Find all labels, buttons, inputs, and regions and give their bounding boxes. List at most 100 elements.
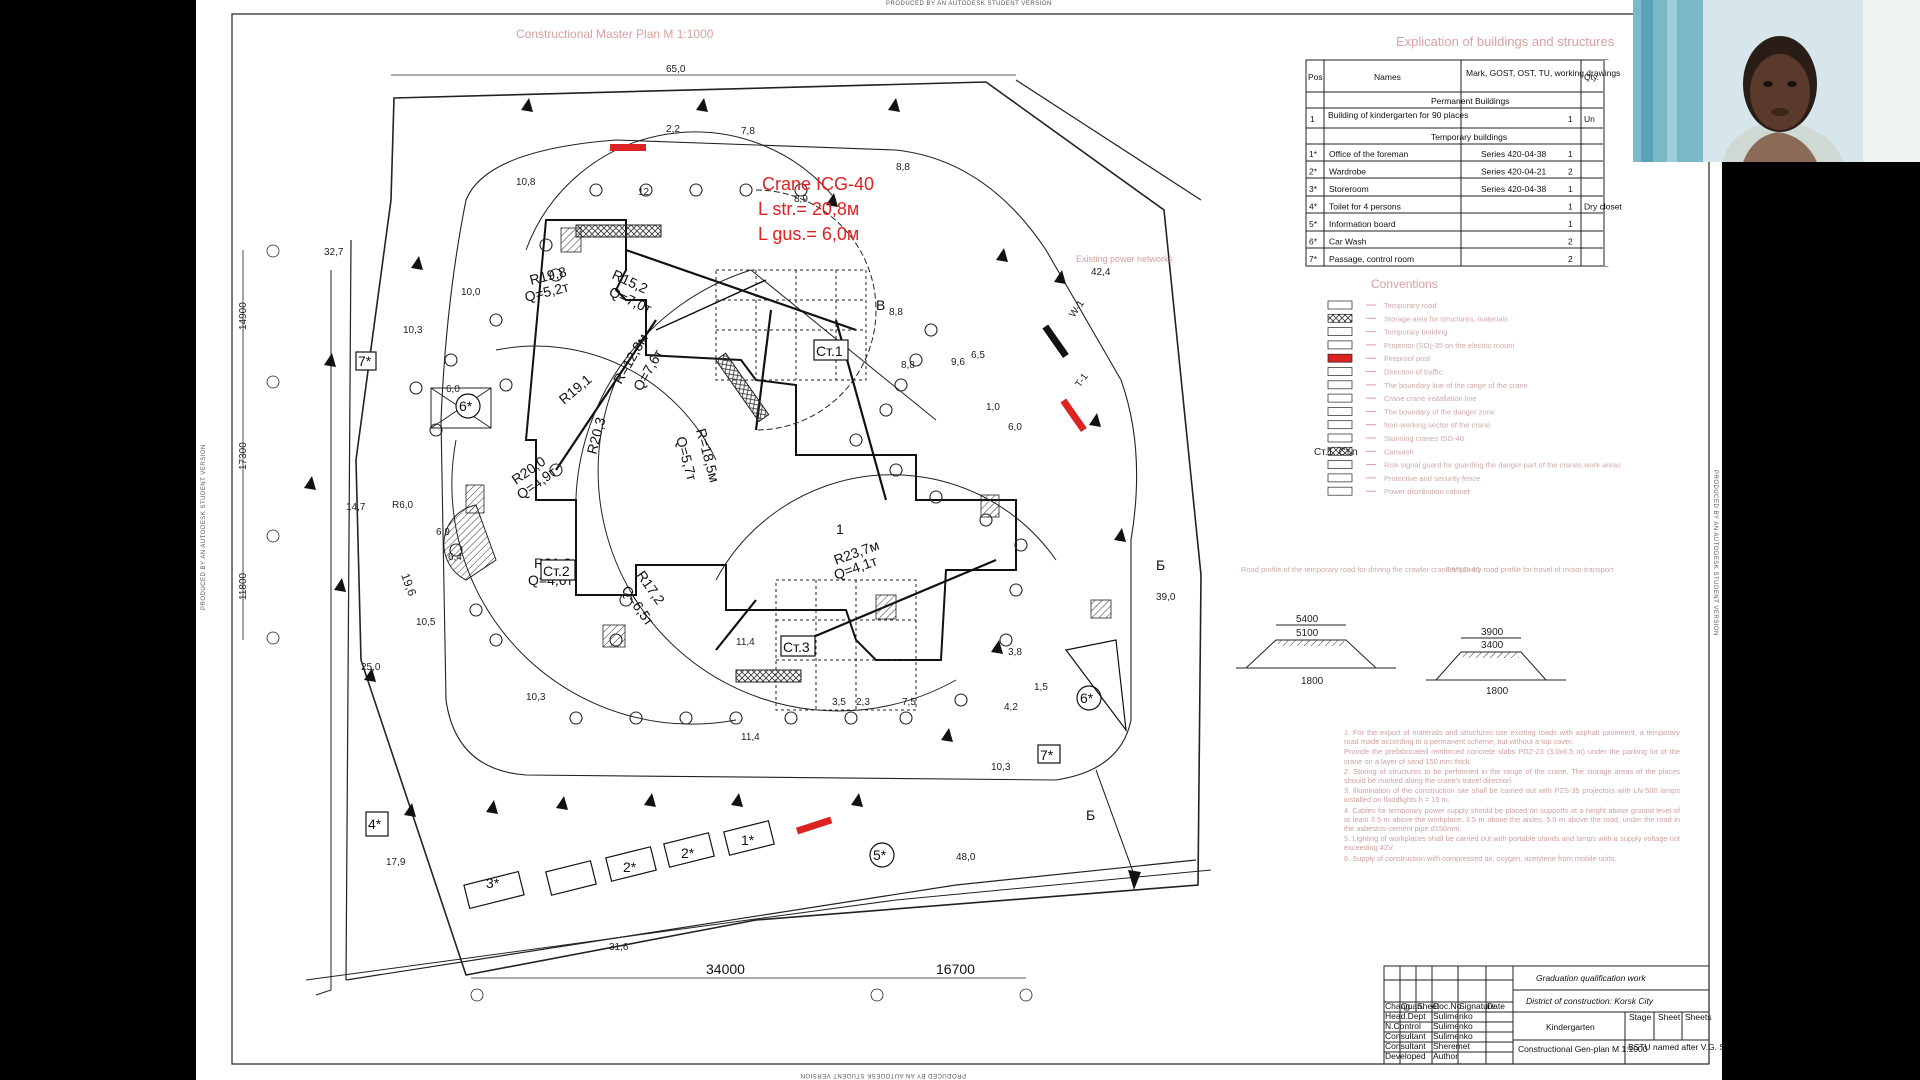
explication-row-mark: Series 420-04-21 [1481,167,1546,177]
explication-row-perm-qty: 1 [1568,114,1573,124]
title-block-role: Developed [1385,1051,1426,1061]
watermark-top: PRODUCED BY AN AUTODESK STUDENT VERSION [886,1,1052,7]
title-block-district: District of construction: Korsk City [1526,996,1654,1006]
general-notes: 1. For the export of materials and struc… [1344,728,1680,863]
dim-4: 10,8 [516,177,536,188]
webcam-video-overlay [1633,0,1920,162]
presenter-video [1633,0,1920,162]
watermark-bottom: PRODUCED BY AN AUTODESK STUDENT VERSION [800,1072,966,1078]
title-block-name: Sulimenko [1433,1021,1473,1031]
title-block-col-sheets: Sheets [1685,1012,1711,1022]
title-block-name: Author [1433,1051,1458,1061]
convention-label: Projector (SO)-35 on the electric mount [1384,341,1515,350]
dim-16: 31,6 [609,942,629,953]
title-block-name: Sheremet [1433,1041,1470,1051]
explication-row-qty: 1 [1568,184,1573,194]
station-1: Ст.1 [816,343,843,359]
convention-label: Direction of traffic [1384,368,1442,377]
temp-building-7a: 7* [358,353,372,369]
dim-33: 32,7 [324,247,344,258]
fireproof-post [1060,398,1087,433]
explication-row-name: Toilet for 4 persons [1329,202,1401,212]
explication-row-qty: 1 [1568,149,1573,159]
explication-header-pos: Pos [1308,72,1323,82]
convention-symbol [1327,380,1353,390]
explication-row-perm-name: Building of kindergarten for 90 places [1328,110,1468,120]
convention-label: Risk signal guard for guarding the dange… [1384,461,1621,470]
explication-row-name: Storeroom [1329,184,1369,194]
dim-5: 8,9 [794,194,808,205]
convention-label: Power distribution cabinet [1384,487,1471,496]
sheet-frame [231,13,1710,1065]
dim-35: 6,9 [436,527,450,538]
convention-label: Non-working sector of the crane [1384,421,1490,430]
dim-23: 7,5 [902,697,916,708]
explication-row-pos: 7* [1309,254,1318,264]
convention-symbol [1327,393,1353,403]
note-paragraph: 4. Cables for temporary power supply sho… [1344,805,1680,834]
convention-symbol [1327,486,1353,496]
title-block-object: Kindergarten [1546,1022,1595,1032]
crane-l-str: L str.= 20,8м [758,199,859,219]
convention-label: Carwash [1384,447,1414,456]
title-block-sig-header: Date [1487,1001,1505,1011]
dim-6: 8,8 [889,307,903,318]
dim-8: 8,8 [901,360,915,371]
convention-label: The boundary line of the range of the cr… [1384,381,1528,390]
profile-dim-a1: 5400 [1296,614,1319,625]
title-block-name: Sulimenko [1433,1031,1473,1041]
title-block-sig-header: Chang. [1385,1001,1412,1011]
dim-20: 11,4 [736,637,755,648]
dim-21: 3,5 [832,697,846,708]
convention-label: Temporary building [1384,328,1447,337]
profile-foot-a: 1800 [1301,676,1324,687]
explication-row-mark: Series 420-04-38 [1481,149,1546,159]
title-block-work: Graduation qualification work [1536,973,1646,983]
temp-building-7b: 7* [1040,747,1054,763]
dim-11: 6,0 [446,384,460,395]
dim-7: 12 [638,187,650,198]
explication-row-pos: 1* [1309,149,1318,159]
explication-row-pos: 5* [1309,219,1318,229]
convention-symbol [1327,433,1353,443]
dim-37: 10,5 [416,617,436,628]
temp-building-6b: 6* [1080,690,1094,706]
explication-row-pos: 6* [1309,237,1318,247]
dim-15: 17,9 [386,857,406,868]
profile-motor-title: Temporary road profile for travel of mot… [1446,565,1614,574]
temporary-road [440,139,1138,781]
power-cabinet [1042,324,1069,359]
explication-row-qty: 2 [1568,254,1573,264]
temp-building-5: 5* [873,847,887,863]
explication-row-qty: 1 [1568,219,1573,229]
explication-row-pos: 3* [1309,184,1318,194]
crane-l-gus: L gus.= 6,0м [758,224,859,244]
explication-row-qty: 2 [1568,167,1573,177]
convention-symbol [1327,460,1353,469]
title-block-sig-header: Sheet [1417,1001,1440,1011]
dim-22: 2,3 [856,697,870,708]
note-paragraph: 1. For the export of materials and struc… [1344,728,1680,747]
title-block-role: N.Control [1385,1021,1421,1031]
explication-row-name: Car Wash [1329,237,1367,247]
note-paragraph: 2. Storing of structures to be performed… [1344,766,1680,786]
temp-building-4: 4* [368,816,382,832]
explication-row-qty: 1 [1568,202,1573,212]
dim-38: R6,0 [392,500,414,511]
dim-29: 6,0 [1008,422,1022,433]
station-3: Ст.3 [783,639,810,655]
title-block-sig-header: Quan. [1401,1001,1424,1011]
dim-39: 19,6 [398,571,419,598]
title-block-sheet-name: Constructional Gen-plan M 1:1000 [1518,1044,1648,1054]
conventions-title: Conventions [1371,277,1438,291]
site-boundary [355,81,1202,976]
explication-group-permanent: Permanent Buildings [1431,96,1509,106]
dim-13: 14,7 [346,502,366,513]
explication-row-name: Office of the foreman [1329,149,1408,159]
fireproof-post [610,144,646,151]
construction-gen-plan-drawing: PRODUCED BY AN AUTODESK STUDENT VERSION … [201,1,1722,1078]
convention-symbol [1327,327,1353,336]
temp-building-2b: 2* [623,859,637,875]
building-outline [524,219,1017,661]
explication-row-pos: 2* [1309,167,1318,177]
